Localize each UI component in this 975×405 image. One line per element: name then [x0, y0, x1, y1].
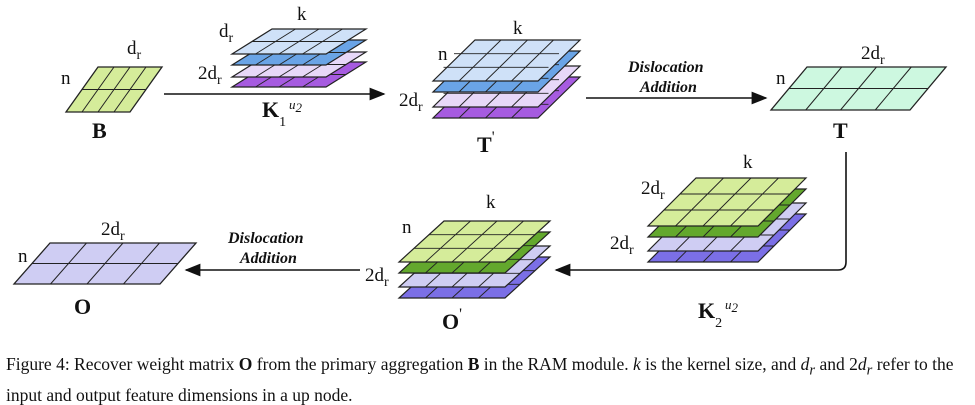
o-n-label: n [18, 246, 28, 267]
addition-label-bottom: Addition [239, 250, 297, 267]
t-title: T [833, 118, 848, 143]
oprime-k-label: k [486, 192, 496, 213]
o-title: O [74, 294, 91, 319]
k1-dr-label: dr [219, 21, 234, 46]
grid-b [64, 66, 164, 113]
grid-o [12, 242, 198, 285]
t-n-label: n [776, 68, 786, 89]
oprime-2dr-label: 2dr [365, 265, 389, 290]
matrix-b: n dr B [61, 38, 164, 143]
k2-k-label: k [743, 152, 753, 173]
addition-label-top: Addition [639, 79, 697, 96]
k2-2dr-label-bottom: 2dr [610, 233, 634, 258]
k1-k-label: k [297, 4, 307, 25]
oprime-layer-1 [397, 220, 552, 263]
dislocation-label-top: Dislocation [627, 59, 704, 76]
k1-layer-1 [229, 28, 369, 55]
o-2dr-label: 2dr [101, 219, 125, 244]
kernel-k1-stack: k dr 2dr [198, 4, 369, 88]
t-2dr-label: 2dr [861, 43, 885, 68]
k1-superscript: u2 [289, 97, 303, 115]
k1-operator-label: K1 [262, 97, 286, 130]
tprime-k-label: k [513, 18, 523, 39]
kernel-k2-stack: k 2dr 2dr [610, 152, 808, 263]
b-n-label: n [61, 68, 71, 89]
tprime-title: T' [477, 129, 495, 157]
tprime-n-label: n [438, 44, 448, 65]
matrix-t: n 2dr T [769, 43, 948, 143]
grid-t [769, 66, 948, 111]
figure-caption: Figure 4: Recover weight matrix O from t… [6, 354, 954, 405]
k2-2dr-label-top: 2dr [641, 178, 665, 203]
matrix-o: n 2dr O [12, 219, 198, 319]
tprime-layer-1 [431, 39, 582, 82]
k2-operator-label: K2 [698, 298, 722, 331]
oprime-n-label: n [402, 217, 412, 238]
b-dr-label: dr [127, 38, 142, 63]
dislocation-label-bottom: Dislocation [227, 230, 304, 247]
k2-superscript: u2 [725, 297, 739, 315]
oprime-title: O' [442, 306, 462, 334]
tensor-oprime-stack: k n 2dr O' [365, 192, 552, 334]
k2-layer-1 [646, 177, 808, 227]
ram-diagram: n dr B k dr 2dr K1 u2 [12, 4, 948, 334]
tprime-2dr-label: 2dr [399, 90, 423, 115]
k1-2dr-label: 2dr [198, 63, 222, 88]
b-title: B [92, 118, 107, 143]
arrow-t-to-oprime [554, 152, 847, 277]
tensor-tprime-stack: k n 2dr T' [399, 18, 582, 157]
